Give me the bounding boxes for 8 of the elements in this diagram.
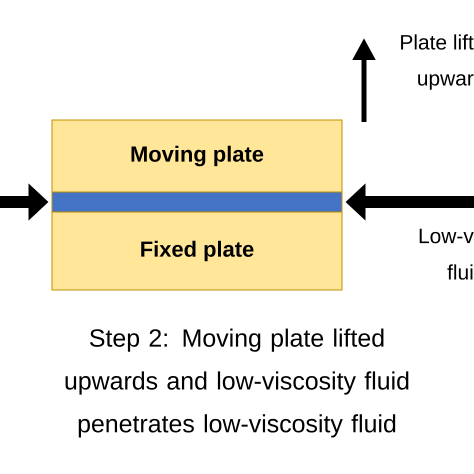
fluid-layer xyxy=(52,192,342,212)
plate-box: Moving plate xyxy=(52,120,342,192)
annotation-text: flui xyxy=(447,264,472,280)
caption: Step 2: Moving plate lifted upwards and low-viscosity fluid penetrates low-viscosity fluid xyxy=(66,328,408,438)
annotation-text: upwar xyxy=(418,74,474,90)
plate-box: Fixed plate xyxy=(52,212,342,290)
annotation-text: Low-v xyxy=(420,228,474,244)
annotation-text: Plate lift xyxy=(401,34,474,50)
